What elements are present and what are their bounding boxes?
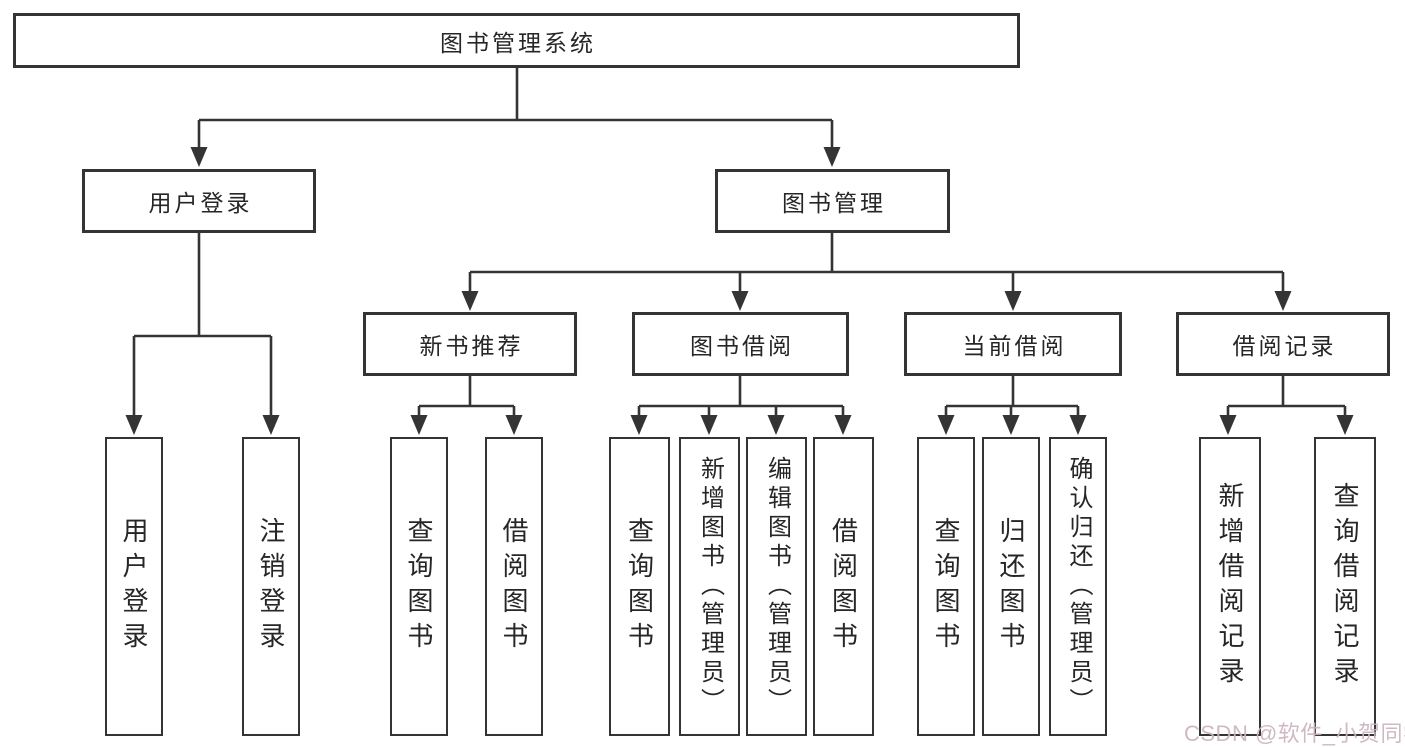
node-book-management-label: 图书管理	[782, 190, 886, 216]
node-root: 图书管理系统	[13, 13, 1020, 68]
leaf-user-login-label: 用户登录	[119, 516, 149, 657]
leaf-query-borrow-record: 查询借阅记录	[1314, 437, 1376, 736]
leaf-logout: 注销登录	[242, 437, 300, 736]
leaf-confirm-return-admin-label: 确认归还（管理员）	[1065, 456, 1092, 717]
leaf-borrow-books: 借阅图书	[813, 437, 874, 736]
leaf-query-borrow-record-label: 查询借阅记录	[1330, 481, 1360, 692]
leaf-return-book: 归还图书	[982, 437, 1040, 736]
csdn-watermark: CSDN @软件_小贺同学	[1184, 721, 1405, 746]
connector-book-borrow-branch	[637, 376, 845, 420]
leaf-user-login: 用户登录	[105, 437, 163, 736]
leaf-confirm-return-admin: 确认归还（管理员）	[1049, 437, 1107, 736]
node-book-borrow: 图书借阅	[632, 312, 849, 376]
arrowheads	[125, 147, 1354, 435]
leaf-edit-book-admin: 编辑图书（管理员）	[746, 437, 807, 736]
leaf-add-book-admin: 新增图书（管理员）	[679, 437, 740, 736]
connector-current-borrow-branch	[944, 376, 1080, 420]
leaf-add-borrow-record-label: 新增借阅记录	[1215, 481, 1245, 692]
leaf-add-borrow-record: 新增借阅记录	[1199, 437, 1261, 736]
node-borrow-records: 借阅记录	[1176, 312, 1390, 376]
connector-book-mgmt-branch	[468, 233, 1285, 296]
leaf-query-books-recommend-label: 查询图书	[404, 516, 434, 657]
node-borrow-records-label: 借阅记录	[1232, 333, 1337, 359]
connector-user-login-branch	[132, 233, 273, 418]
node-user-login-label: 用户登录	[148, 190, 253, 216]
leaf-borrow-books-recommend-label: 借阅图书	[499, 516, 529, 657]
node-root-label: 图书管理系统	[440, 29, 596, 56]
leaf-query-books-current-label: 查询图书	[931, 516, 961, 657]
connector-new-book-branch	[417, 376, 516, 420]
node-book-borrow-label: 图书借阅	[690, 333, 794, 359]
leaf-edit-book-admin-label: 编辑图书（管理员）	[763, 456, 791, 717]
leaf-logout-label: 注销登录	[256, 516, 286, 657]
node-new-book-recommend: 新书推荐	[363, 312, 577, 376]
leaf-query-books-borrow: 查询图书	[609, 437, 670, 736]
leaf-add-book-admin-label: 新增图书（管理员）	[696, 456, 724, 717]
node-current-borrow-label: 当前借阅	[962, 333, 1067, 359]
leaf-borrow-books-label: 借阅图书	[828, 516, 859, 657]
connector-root-to-level2	[197, 68, 834, 150]
leaf-query-books-borrow-label: 查询图书	[624, 516, 655, 657]
leaf-return-book-label: 归还图书	[996, 516, 1026, 657]
node-book-management: 图书管理	[715, 169, 950, 233]
node-user-login: 用户登录	[82, 169, 316, 233]
connector-borrow-record-branch	[1226, 376, 1347, 420]
leaf-query-books-current: 查询图书	[917, 437, 975, 736]
leaf-borrow-books-recommend: 借阅图书	[485, 437, 543, 736]
leaf-query-books-recommend: 查询图书	[390, 437, 448, 736]
node-new-book-recommend-label: 新书推荐	[419, 333, 524, 359]
node-current-borrow: 当前借阅	[904, 312, 1122, 376]
